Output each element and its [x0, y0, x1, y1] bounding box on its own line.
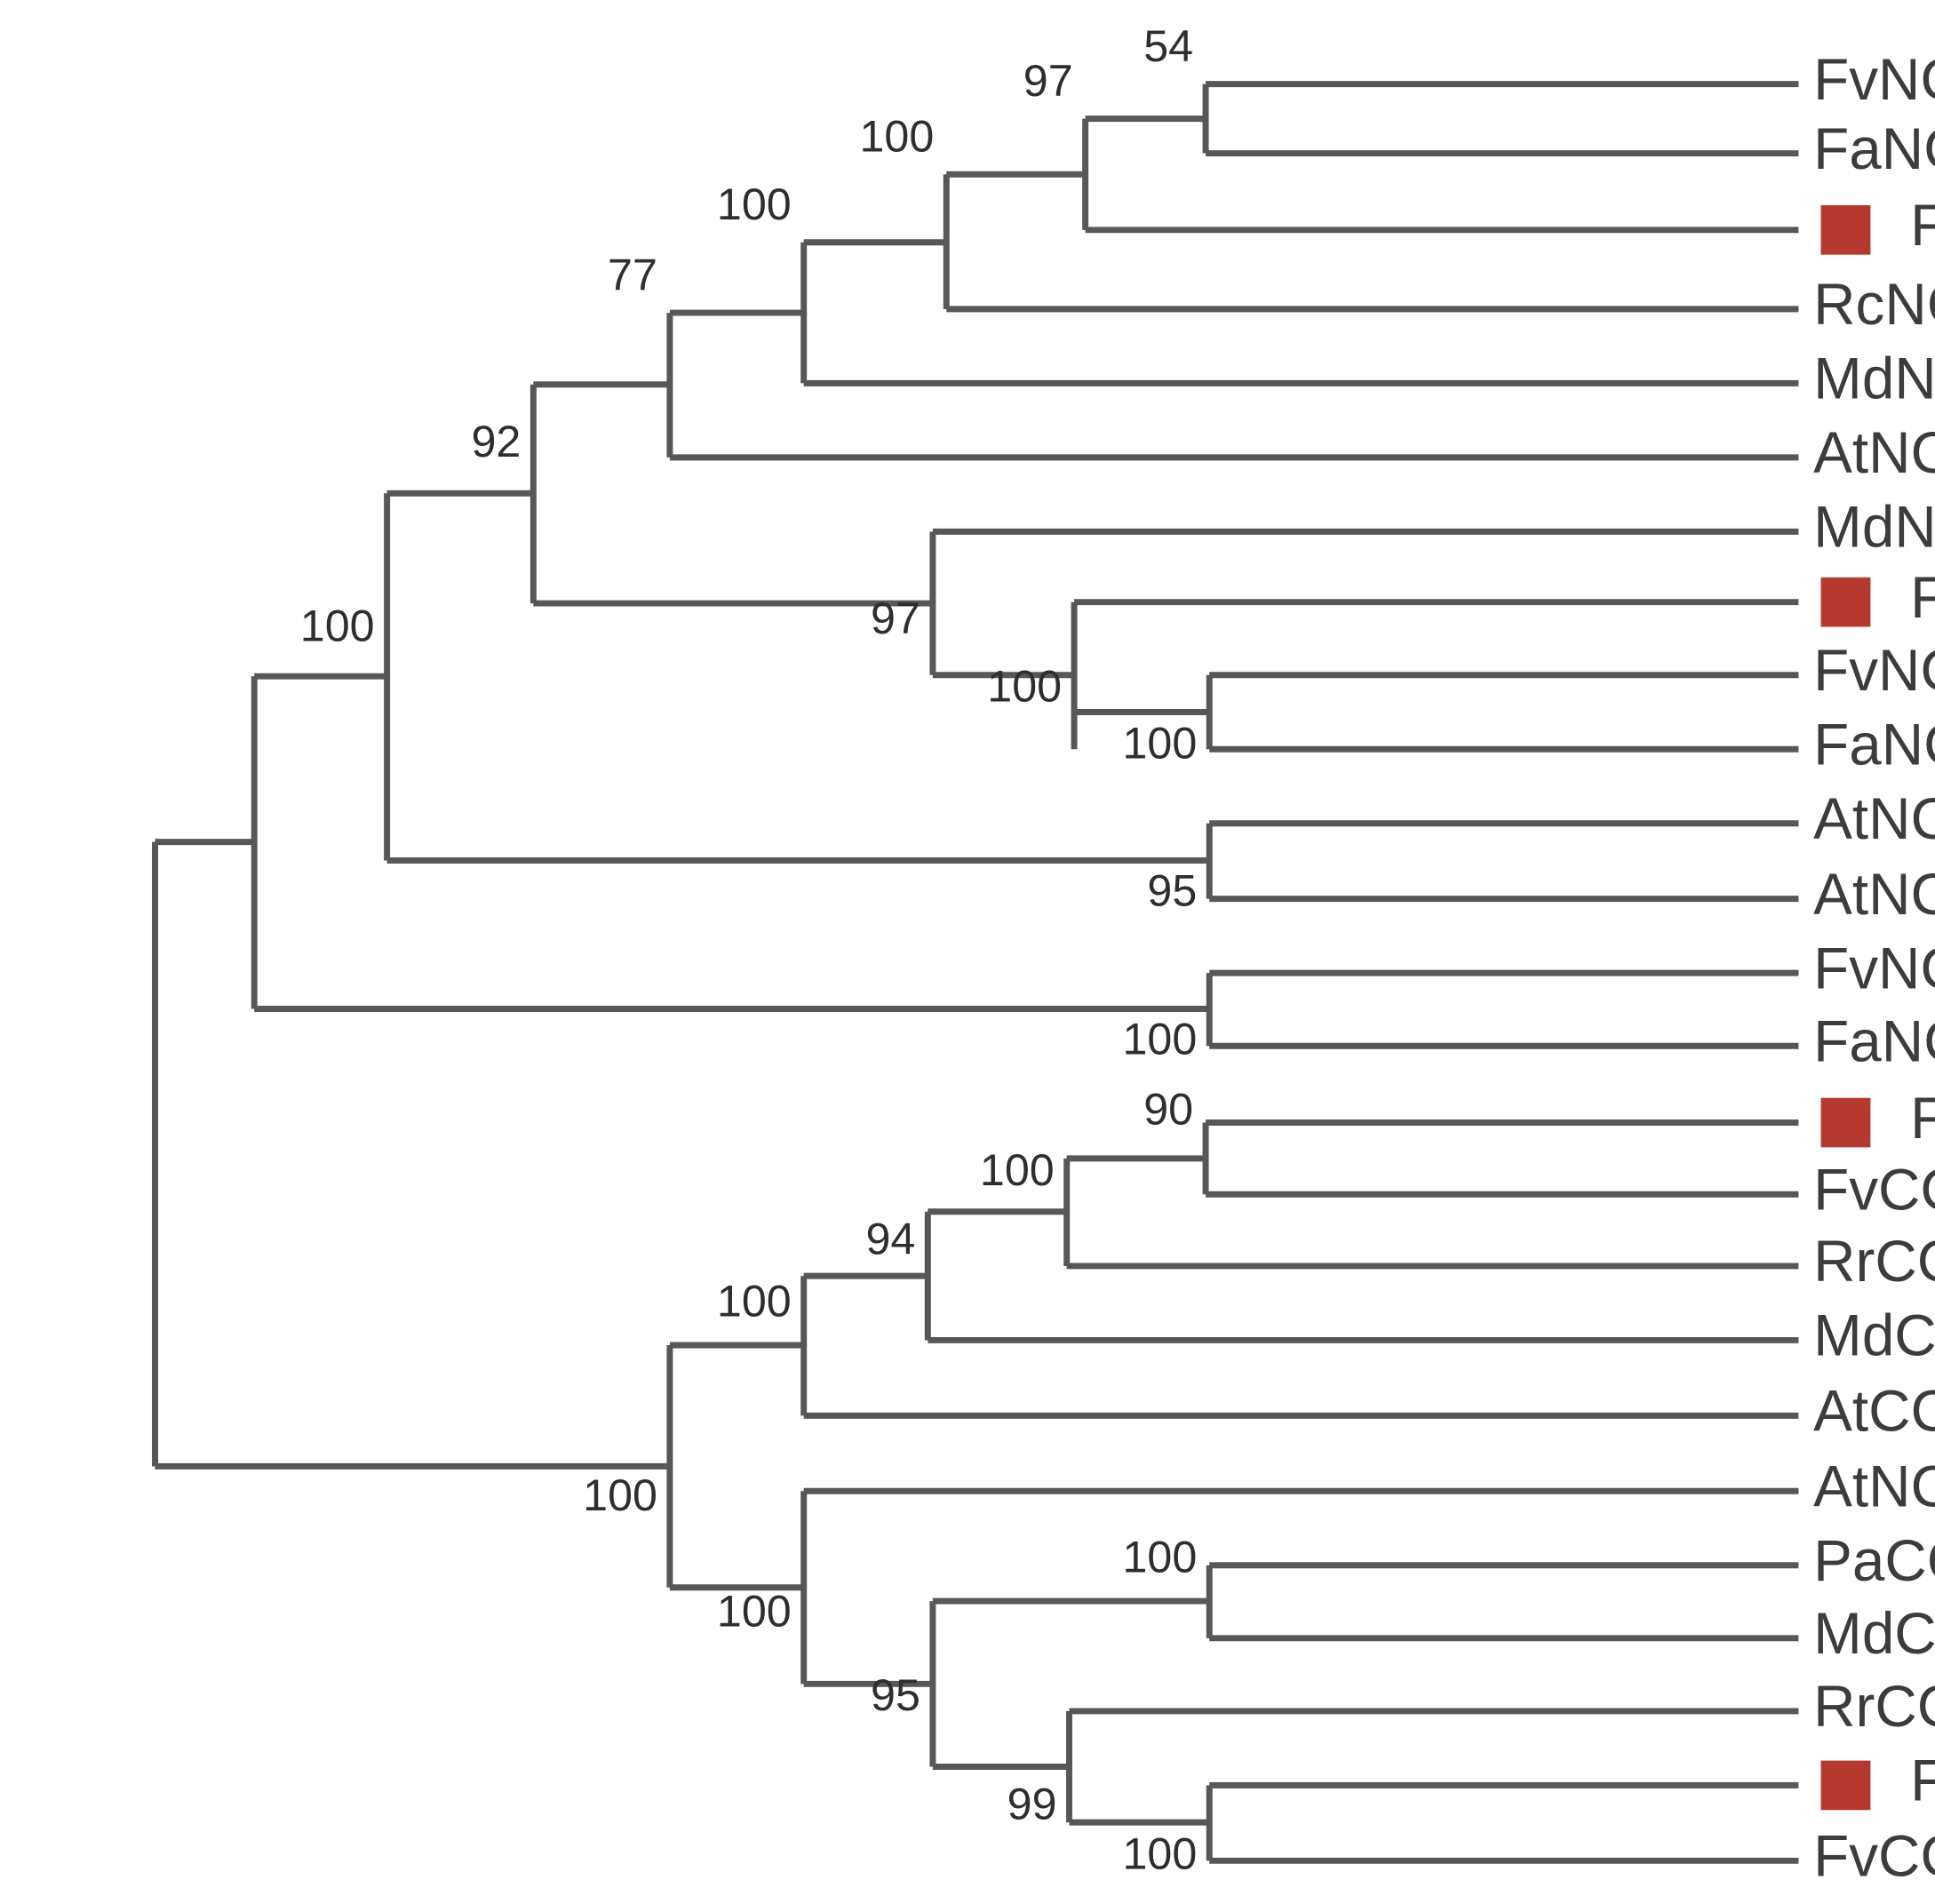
bootstrap-value: 90 — [1143, 1085, 1193, 1135]
tip-label: FcCCD4 — [1910, 1749, 1935, 1813]
tip-label: AtNCED5 — [1813, 862, 1935, 927]
highlight-marker-square — [1820, 1760, 1871, 1811]
tree-branches — [152, 81, 1799, 1864]
bootstrap-value: 97 — [1023, 56, 1073, 106]
tip-label: RcNCED1 — [1813, 272, 1935, 337]
tip-label: AtNCED3 — [1813, 420, 1935, 485]
tip-label: FvCCD1 — [1813, 1158, 1935, 1223]
tip-labels: FvNCED3FaNCED2FcNCED3RcNCED1MdNCED1AtNCE… — [1813, 47, 1935, 1889]
bootstrap-value: 100 — [583, 1470, 657, 1520]
tip-label: AtNCED2 — [1813, 786, 1935, 851]
tip-label: FaNCED1 — [1813, 713, 1935, 777]
tip-label: FvCCD4 — [1813, 1824, 1935, 1889]
tip-label: MdCCD4 — [1813, 1601, 1935, 1666]
bootstrap-value: 100 — [1122, 1532, 1197, 1581]
tip-label: MdCCD1 — [1813, 1303, 1935, 1368]
tip-label: FaNCED3 — [1813, 1009, 1935, 1074]
bootstrap-value: 97 — [871, 594, 920, 643]
bootstrap-value: 100 — [717, 1276, 792, 1326]
tip-label: MdNCED1 — [1813, 347, 1935, 411]
tip-label: FcNCED3 — [1910, 193, 1935, 258]
tip-label: FvNCED3 — [1813, 47, 1935, 112]
bootstrap-value: 100 — [987, 662, 1062, 712]
bootstrap-value: 100 — [1122, 719, 1197, 769]
bootstrap-value: 95 — [871, 1670, 920, 1720]
highlight-markers — [1820, 204, 1871, 1811]
tip-label: FaNCED2 — [1813, 116, 1935, 181]
tip-label: FvNCED1 — [1813, 638, 1935, 703]
tip-label: FcCCD1 — [1910, 1086, 1935, 1151]
bootstrap-value: 99 — [1007, 1780, 1057, 1829]
bootstrap-value: 100 — [1122, 1828, 1197, 1878]
tip-label: MdNCED2 — [1813, 495, 1935, 560]
tip-label: RrCCD4 — [1813, 1674, 1935, 1739]
bootstrap-value: 95 — [1147, 865, 1197, 915]
bootstrap-value: 100 — [717, 179, 792, 229]
bootstrap-value: 94 — [865, 1215, 915, 1264]
bootstrap-value: 100 — [859, 112, 934, 162]
highlight-marker-square — [1820, 577, 1871, 627]
tip-label: FvNCED6 — [1813, 936, 1935, 1001]
bootstrap-value: 77 — [608, 250, 657, 299]
highlight-marker-square — [1820, 1097, 1871, 1148]
tip-label: AtCCD1 — [1813, 1379, 1935, 1444]
bootstrap-labels: 54 97 100 100 77 97 100 100 92 95 100 100 90 100 94 100… — [300, 21, 1197, 1878]
bootstrap-value: 100 — [717, 1587, 792, 1637]
bootstrap-value: 100 — [300, 601, 375, 651]
tip-label: FcNCED1 — [1910, 565, 1935, 630]
bootstrap-value: 54 — [1143, 21, 1193, 71]
tip-label: PaCCD4 — [1813, 1528, 1935, 1593]
bootstrap-value: 100 — [1122, 1014, 1197, 1064]
highlight-marker-square — [1820, 204, 1871, 255]
tip-label: AtNCED4 — [1813, 1454, 1935, 1519]
bootstrap-value: 92 — [471, 417, 521, 466]
bootstrap-value: 100 — [980, 1145, 1055, 1195]
tip-label: RrCCD1 — [1813, 1229, 1935, 1294]
